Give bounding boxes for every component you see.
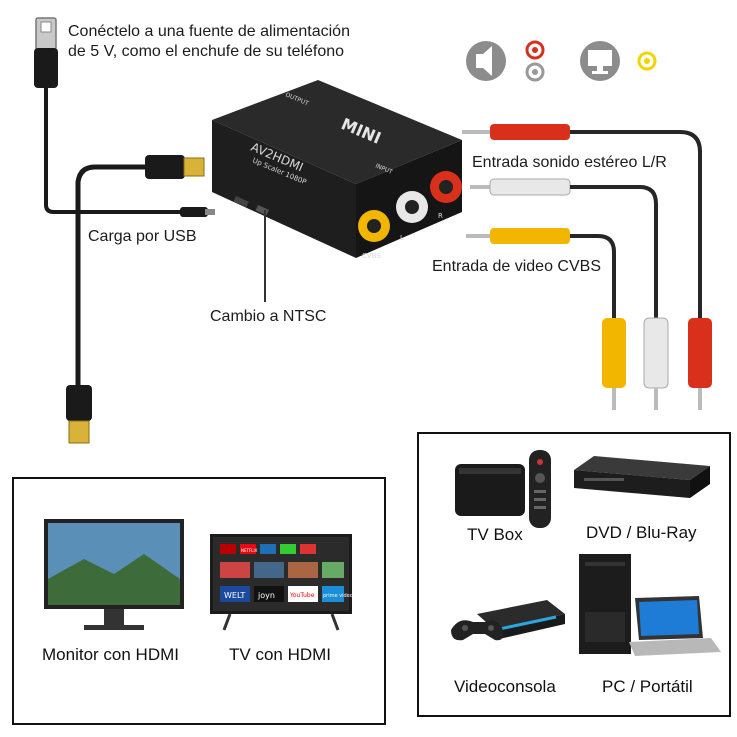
- inputs-panel: TV Box DVD / Blu-Ray Videoconsola PC / P…: [417, 432, 731, 717]
- rca-red-white-icon: [525, 40, 545, 82]
- tv-image: WELT joyn YouTube prime video NETFLIX: [210, 534, 353, 631]
- audio-input-label: Entrada sonido estéreo L/R: [472, 154, 667, 171]
- input-item-3-caption: PC / Portátil: [602, 677, 693, 696]
- input-item-2-caption: Videoconsola: [454, 677, 556, 696]
- rca-yellow-icon: [637, 51, 657, 71]
- outputs-panel: Monitor con HDMI WELT joyn YouTube prime…: [12, 477, 386, 725]
- tv-app-welt: WELT: [224, 591, 245, 600]
- ntsc-switch-label: Cambio a NTSC: [210, 308, 327, 325]
- tv-app-netflix: NETFLIX: [241, 548, 258, 553]
- svg-text:CVBS: CVBS: [362, 252, 381, 260]
- tv-app-youtube: YouTube: [289, 592, 315, 599]
- video-input-label: Entrada de video CVBS: [432, 258, 601, 275]
- pc-laptop-image: [579, 554, 721, 656]
- monitor-icon: [580, 41, 620, 81]
- usb-charge-label: Carga por USB: [88, 228, 197, 245]
- tv-app-prime: prime video: [323, 593, 353, 599]
- monitor-image: [44, 519, 184, 630]
- speaker-icon: [466, 41, 506, 81]
- svg-text:L: L: [400, 234, 404, 242]
- dvd-player-image: [574, 456, 710, 498]
- output-item-1-caption: TV con HDMI: [229, 645, 332, 664]
- svg-text:R: R: [438, 212, 443, 220]
- output-item-0-caption: Monitor con HDMI: [42, 645, 179, 664]
- game-console-image: [451, 600, 565, 641]
- power-note: Conéctelo a una fuente de alimentación d…: [68, 23, 350, 60]
- tv-app-joyn: joyn: [257, 591, 275, 600]
- input-item-1-caption: DVD / Blu-Ray: [586, 523, 697, 542]
- tvbox-image: [455, 450, 551, 528]
- input-item-0-caption: TV Box: [467, 525, 523, 544]
